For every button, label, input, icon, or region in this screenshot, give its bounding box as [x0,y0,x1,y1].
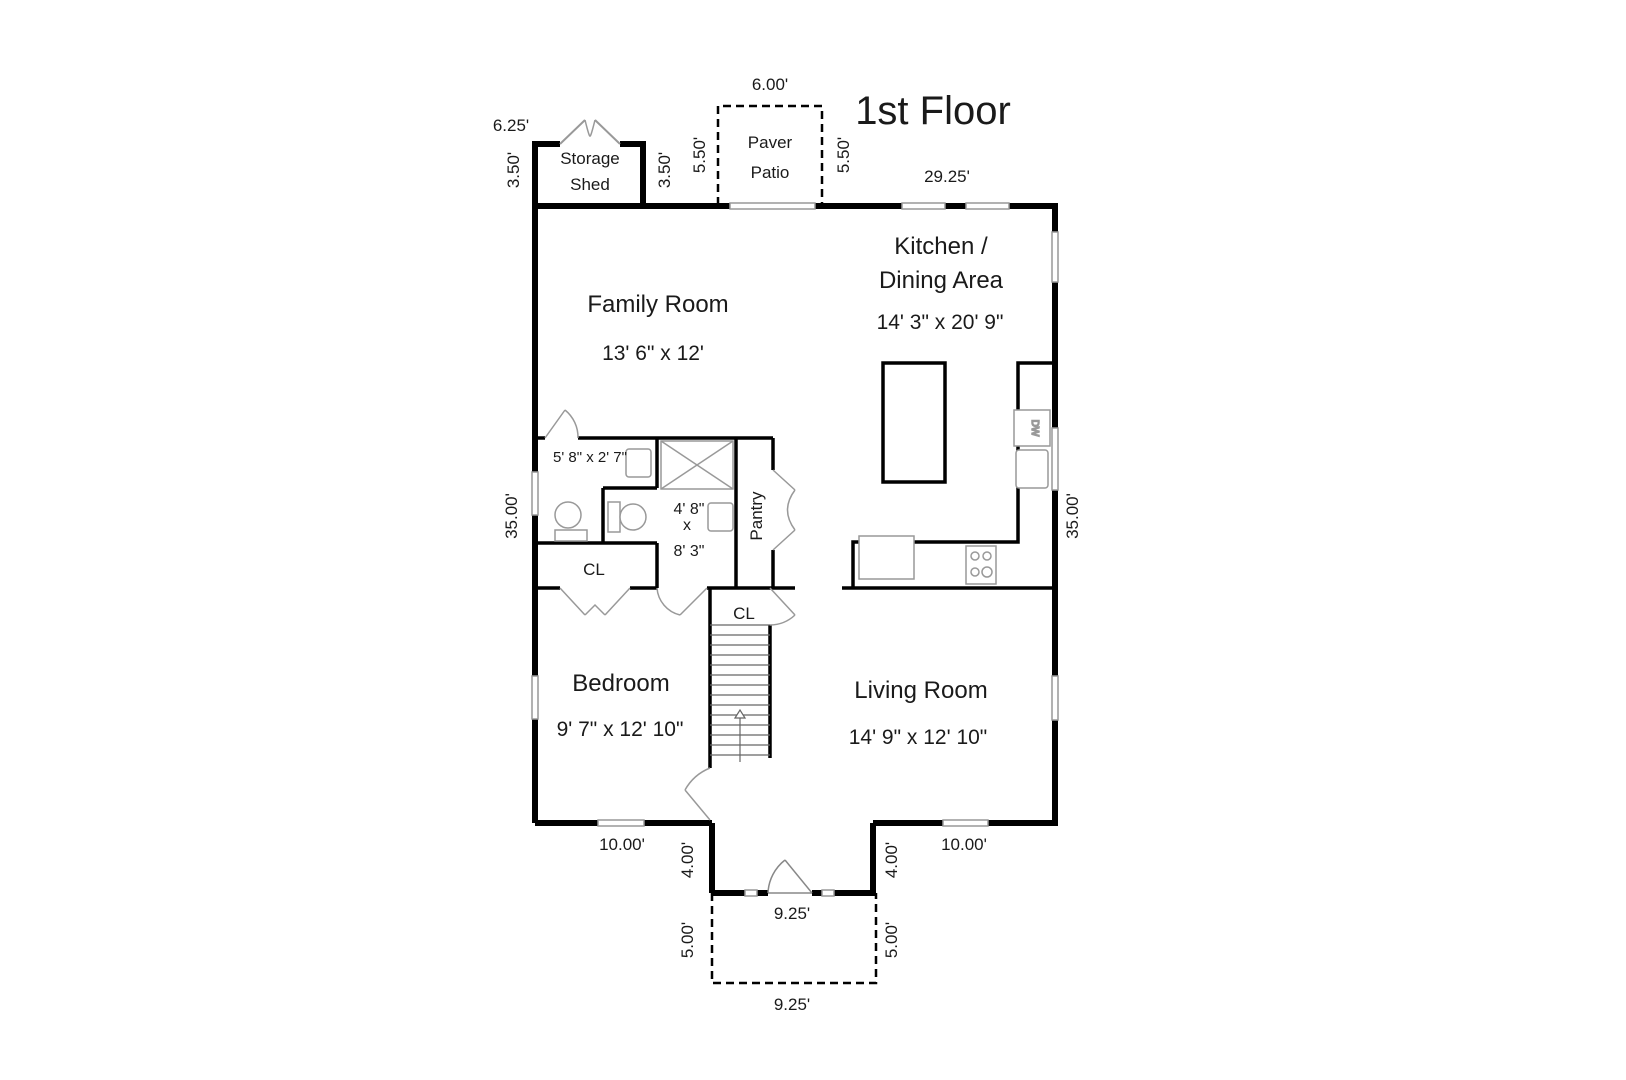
storage-shed: Storage Shed [532,119,646,208]
dim-porch-width: 9.25' [774,995,810,1014]
dishwasher-icon [1013,409,1051,447]
kitchen-name-2: Dining Area [879,267,1004,294]
dimension-labels: 6.25' 3.50' 3.50' 6.00' 5.50' 5.50' 29.2… [493,75,1082,1014]
half-bath-toilet-icon [554,501,582,529]
shed-door-icon [559,119,621,145]
dim-shed-left: 3.50' [504,152,523,188]
shed-label-1: Storage [560,149,620,168]
front-door-icon [767,859,813,894]
half-bath-sink-icon [625,448,652,478]
dim-shed-right: 3.50' [655,152,674,188]
dim-entry-right: 4.00' [882,842,901,878]
paver-patio: Paver Patio [716,104,824,205]
staircase [710,624,770,762]
shed-label-2: Shed [570,175,610,194]
dim-porch-left: 5.00' [678,922,697,958]
patio-label-1: Paver [748,133,793,152]
full-bath-size-1: 4' 8" [674,501,705,518]
dim-shed-width: 6.25' [493,116,529,135]
kitchen-sink-icon [1015,449,1049,489]
front-porch [710,893,878,985]
dim-porch-right: 5.00' [882,922,901,958]
interior-walls [535,361,1055,768]
interior-doors [544,409,796,821]
kitchen-island [881,361,947,484]
dim-top-width: 29.25' [924,167,970,186]
kitchen-name-1: Kitchen / [894,233,988,260]
family-room-size: 13' 6" x 12' [602,342,704,365]
full-bath-size-3: 8' 3" [674,543,705,560]
pantry-label: Pantry [747,491,766,541]
dishwasher-label: DW [1029,420,1040,437]
full-bath-size-2: x [683,517,691,534]
bedroom-size: 9' 7" x 12' 10" [557,718,684,741]
appliances: DW [554,409,1051,585]
dim-left-height: 35.00' [502,493,521,539]
dim-bottom-right: 10.00' [941,835,987,854]
room-labels: Family Room 13' 6" x 12' Kitchen / Dinin… [553,233,1004,749]
dim-bottom-left: 10.00' [599,835,645,854]
bedroom-name: Bedroom [572,670,669,697]
dim-right-height: 35.00' [1063,493,1082,539]
full-bath-toilet-icon [607,501,621,533]
family-room-name: Family Room [587,291,728,318]
dim-patio-width: 6.00' [752,75,788,94]
floor-title: 1st Floor [855,89,1011,133]
island-sink-icon [858,535,915,580]
full-bath-sink-icon [707,502,734,532]
living-room-size: 14' 9" x 12' 10" [849,726,988,749]
half-bath-size: 5' 8" x 2' 7" [553,449,627,466]
closet-label-1: CL [583,560,605,579]
dim-patio-right: 5.50' [834,137,853,173]
closet-label-2: CL [733,604,755,623]
stove-icon [965,545,997,585]
living-room-name: Living Room [854,677,987,704]
windows [531,202,1059,897]
dim-patio-left: 5.50' [690,137,709,173]
dim-entry-left: 4.00' [678,842,697,878]
kitchen-size: 14' 3" x 20' 9" [877,311,1004,334]
dim-entry-width: 9.25' [774,904,810,923]
patio-label-2: Patio [751,163,790,182]
